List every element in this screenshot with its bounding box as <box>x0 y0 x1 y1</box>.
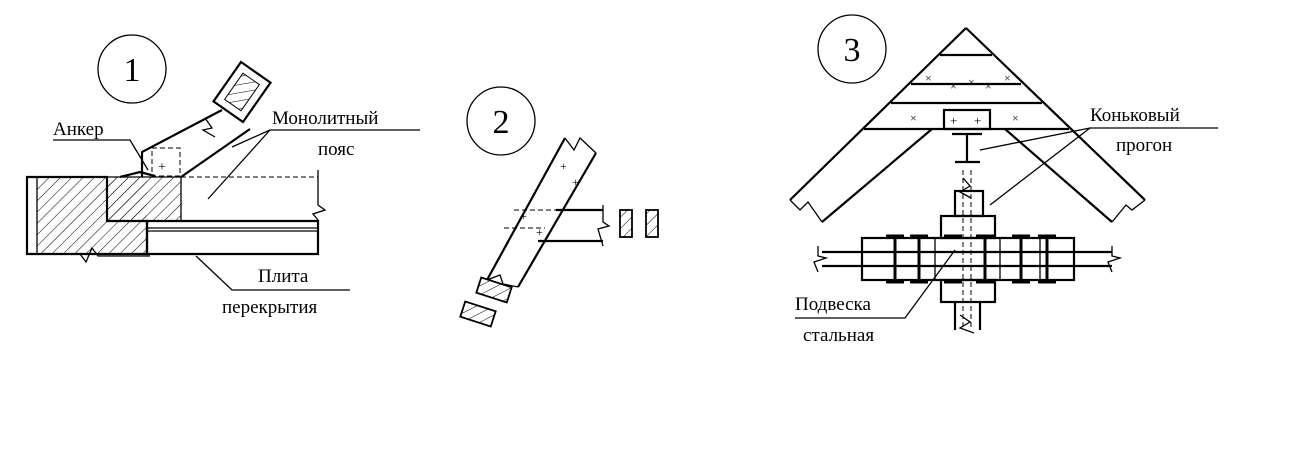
ridge-label-line-1: Коньковый <box>1090 105 1180 126</box>
detail-3: 3 × × × × × × × + + <box>789 14 1218 346</box>
svg-text:×: × <box>1004 71 1011 85</box>
detail-1-number: 1 <box>124 52 141 89</box>
svg-text:+: + <box>158 160 166 175</box>
belt-label-line-2: пояс <box>318 139 354 160</box>
rafter-section <box>211 60 273 124</box>
svg-text:×: × <box>968 75 975 89</box>
inclined-rafter: + + + + <box>486 136 597 288</box>
svg-text:+: + <box>520 209 527 223</box>
svg-text:×: × <box>910 111 917 125</box>
detail-2: 2 + + + + <box>459 86 659 328</box>
belt-label-line-1: Монолитный <box>272 108 378 129</box>
rafter: + <box>119 109 251 179</box>
svg-text:+: + <box>536 225 543 239</box>
detail-1: 1 + <box>25 34 420 318</box>
svg-text:×: × <box>1012 111 1019 125</box>
ridge-purlin: + + <box>942 108 992 164</box>
monolithic-belt <box>107 170 327 221</box>
rafter-sections <box>459 276 513 328</box>
roof-slopes <box>789 27 1146 223</box>
slab-label-line-1: Плита <box>258 266 309 287</box>
detail-2-number: 2 <box>493 104 510 141</box>
detail-3-number: 3 <box>844 32 861 69</box>
anchor-label: Анкер <box>53 119 104 140</box>
detail-2-number-circle <box>466 86 536 156</box>
ridge-label-line-2: прогон <box>1116 135 1172 156</box>
slab-label-line-2: перекрытия <box>222 297 318 318</box>
svg-text:×: × <box>925 71 932 85</box>
svg-text:+: + <box>560 159 567 173</box>
ridge-boards: × × × × × × × <box>864 53 1069 131</box>
detail-3-number-circle <box>817 14 887 84</box>
hanger-label-line-1: Подвеска <box>795 294 871 315</box>
svg-text:+: + <box>974 113 981 128</box>
floor-slab <box>145 219 320 256</box>
hanger-label-line-2: стальная <box>803 325 874 346</box>
svg-text:×: × <box>950 79 957 93</box>
tie-sections <box>619 209 659 238</box>
detail-1-number-circle <box>97 34 167 104</box>
svg-text:+: + <box>950 113 957 128</box>
svg-text:+: + <box>572 175 579 189</box>
svg-text:×: × <box>985 79 992 93</box>
bottom-chord <box>813 234 1123 284</box>
horizontal-tie <box>504 205 611 247</box>
